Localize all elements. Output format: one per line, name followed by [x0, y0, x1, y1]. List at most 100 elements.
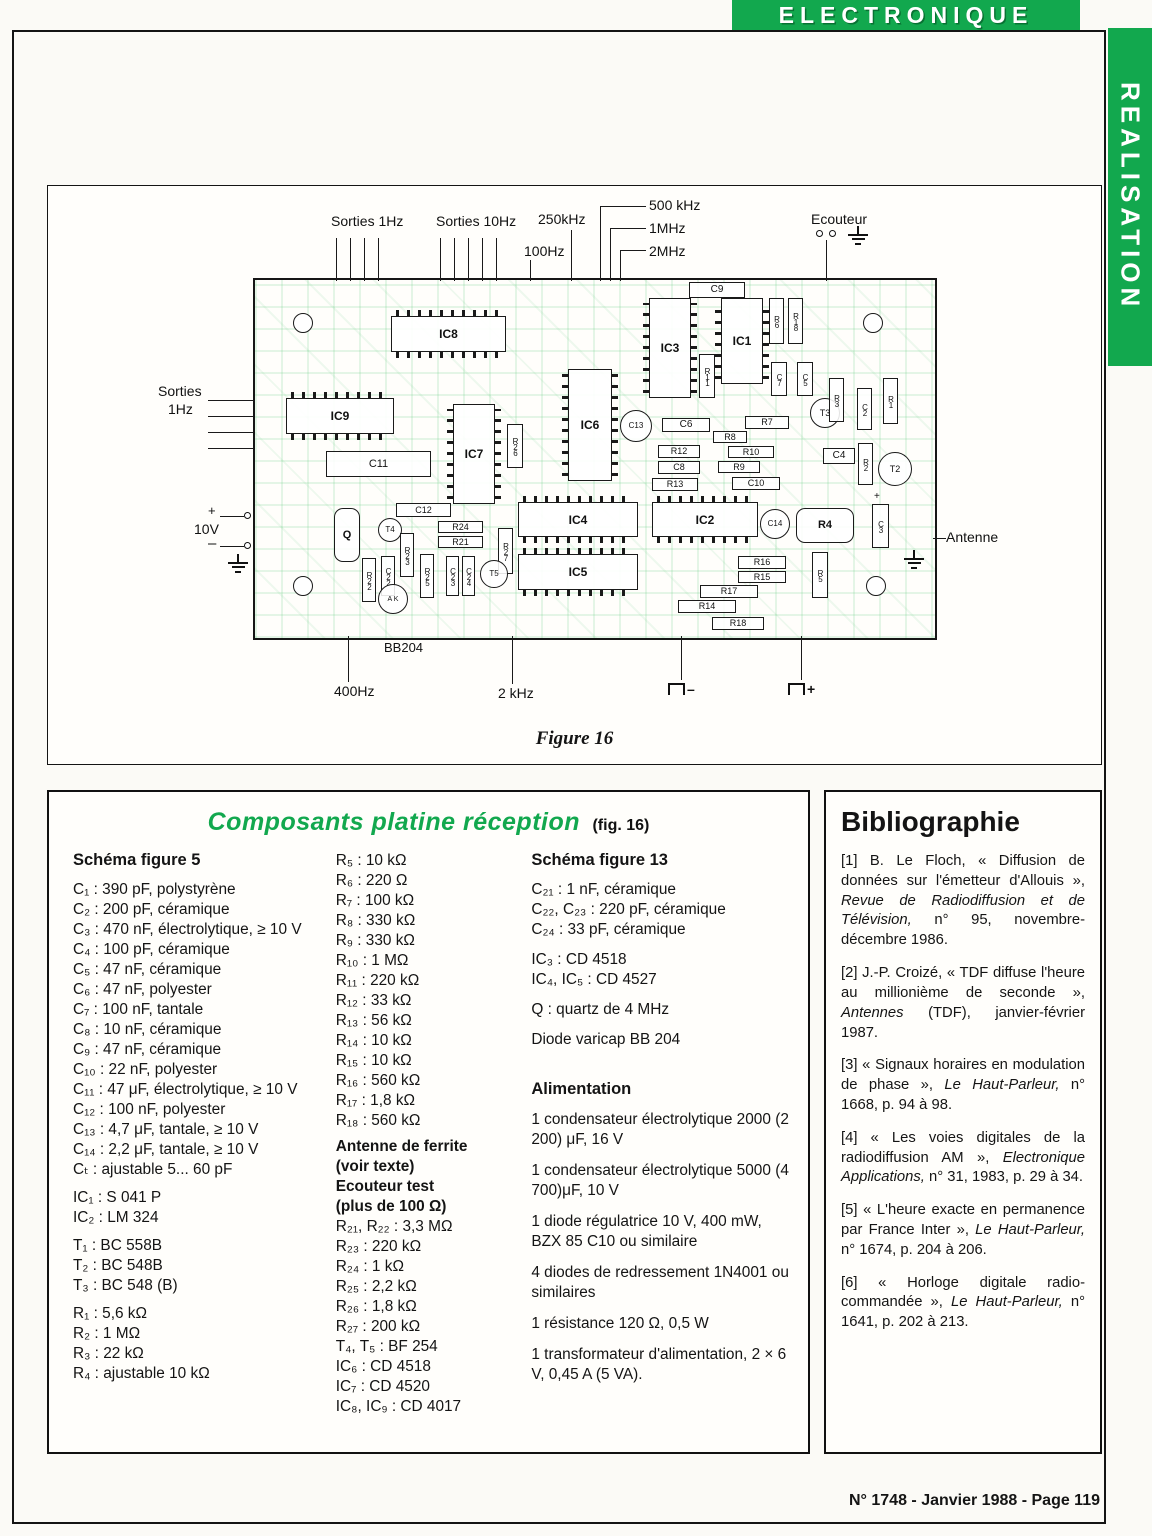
component-item: 4 diodes de redressement 1N4001 ou simil… [531, 1264, 789, 1302]
header-bar: ELECTRONIQUE [732, 0, 1080, 30]
part-label: 2 kHz [498, 685, 534, 701]
part-ic3: IC3 [643, 298, 697, 398]
part-c13: C13 [620, 410, 652, 442]
components-title: Composants platine réception (fig. 16) [49, 808, 808, 837]
component-item: R₁₇ : 1,8 kΩ [335, 1092, 416, 1110]
part-dot [244, 542, 251, 549]
part-dot [829, 230, 836, 237]
part-vline [468, 238, 469, 281]
part-hline [610, 228, 646, 229]
component-item: R₁₈ : 560 kΩ [335, 1112, 421, 1130]
part-label: C10 [747, 478, 765, 488]
component-item: R₁₀ : 1 MΩ [335, 952, 409, 970]
component-item: R₇ : 100 kΩ [335, 892, 415, 910]
part-r6: R6 [769, 298, 784, 344]
part-hline [208, 416, 253, 417]
part-a-k: A K [378, 584, 408, 614]
component-item: R₂₄ : 1 kΩ [335, 1258, 404, 1276]
part-label: R16 [753, 557, 771, 567]
part-t2: T2 [878, 452, 912, 486]
part-r25: R25 [420, 554, 434, 598]
bibliography-title: Bibliographie [841, 806, 1020, 837]
component-item: IC₈, IC₉ : CD 4017 [335, 1398, 462, 1416]
component-item: T₃ : BC 548 (B) [73, 1277, 178, 1295]
part-r13: R13 [652, 478, 698, 491]
part-vline [620, 250, 621, 281]
component-item: T₂ : BC 548B [73, 1257, 163, 1275]
part-label: R10 [742, 446, 760, 457]
component-item: R₃ : 22 kΩ [73, 1345, 144, 1363]
component-item: R₁₁ : 220 kΩ [335, 972, 420, 990]
part-hline [220, 546, 244, 547]
part-+: + [874, 492, 880, 502]
part-hline [220, 516, 244, 517]
part-label: R18 [791, 312, 801, 330]
part-hline [208, 400, 253, 401]
page-footer: N° 1748 - Janvier 1988 - Page 119 [848, 1492, 1100, 1509]
part-label: R18 [729, 618, 747, 628]
component-item: Q : quartz de 4 MHz [531, 1001, 670, 1019]
part-vline [681, 636, 682, 680]
part-label: R13 [666, 479, 684, 489]
part-hole [293, 313, 313, 333]
component-item: R₂₃ : 220 kΩ [335, 1238, 422, 1256]
part-c9: C9 [689, 282, 745, 298]
part-antenne: Antenne [946, 530, 998, 544]
part-100hz: 100Hz [524, 244, 564, 258]
part-label: T3 [819, 407, 831, 418]
component-item: C₅ : 47 nF, céramique [73, 961, 222, 979]
part-label: IC6 [580, 418, 600, 432]
part-label: R12 [670, 446, 688, 456]
part-label: R11 [703, 367, 712, 385]
part-2mhz: 2MHz [649, 244, 686, 258]
part-c6: C6 [662, 418, 710, 432]
component-item: R₄ : ajustable 10 kΩ [73, 1365, 210, 1383]
bibliography-entry: [6] « Horloge digitale radio-commandée »… [841, 1274, 1085, 1333]
part-label: R17 [720, 586, 738, 596]
component-item: C₁₄ : 2,2 μF, tantale, ≥ 10 V [73, 1141, 259, 1159]
component-item: Cₜ : ajustable 5... 60 pF [73, 1161, 233, 1179]
part-label: R4 [817, 519, 833, 531]
part-label: R26 [511, 437, 520, 455]
part-c7: C7 [771, 362, 787, 396]
part-ic9: IC9 [286, 392, 394, 440]
part-label: C14 [767, 519, 783, 528]
part-label: 1Hz [168, 401, 193, 417]
figure-caption: Figure 16 [535, 728, 614, 749]
component-item: R₁₅ : 10 kΩ [335, 1052, 412, 1070]
part-ic4: IC4 [518, 496, 638, 543]
components-title-text: Composants platine réception [207, 808, 581, 836]
component-item: 1 résistance 120 Ω, 0,5 W [531, 1315, 709, 1333]
part-label: R8 [724, 431, 736, 442]
part-label: R21 [452, 536, 469, 547]
part-1mhz: 1MHz [649, 221, 686, 235]
bibliography-entry: [4] « Les voies digitales de la radiodif… [841, 1129, 1085, 1188]
list-heading: Schéma figure 5 [73, 851, 201, 869]
bibliography-text: [2] J.-P. Croizé, « TDF diffuse l'heure … [841, 965, 1085, 1001]
part-label: + [208, 503, 216, 518]
part-hline [933, 538, 946, 539]
part-gnd [848, 226, 868, 245]
component-item: C₁₀ : 22 nF, polyester [73, 1061, 218, 1079]
part-label: IC1 [732, 334, 752, 348]
part-label: IC3 [660, 341, 680, 355]
part-label: R1 [886, 395, 896, 407]
part-ic7: IC7 [447, 404, 501, 504]
part-r26: R26 [507, 424, 523, 468]
part-r16: R16 [738, 556, 786, 569]
part-c5: C5 [797, 362, 813, 396]
part-r18: R18 [712, 617, 764, 630]
part-label: R15 [753, 571, 771, 582]
part-1hz: 1Hz [168, 402, 193, 416]
part-label: + [874, 491, 880, 502]
part-r17: R17 [700, 585, 758, 598]
part-c2: C2 [857, 388, 872, 430]
component-item: R₂₁, R₂₂ : 3,3 MΩ [335, 1218, 453, 1236]
part-vline [530, 260, 531, 281]
part-hole [293, 576, 313, 596]
part-sorties-1hz: Sorties 1Hz [331, 214, 403, 228]
